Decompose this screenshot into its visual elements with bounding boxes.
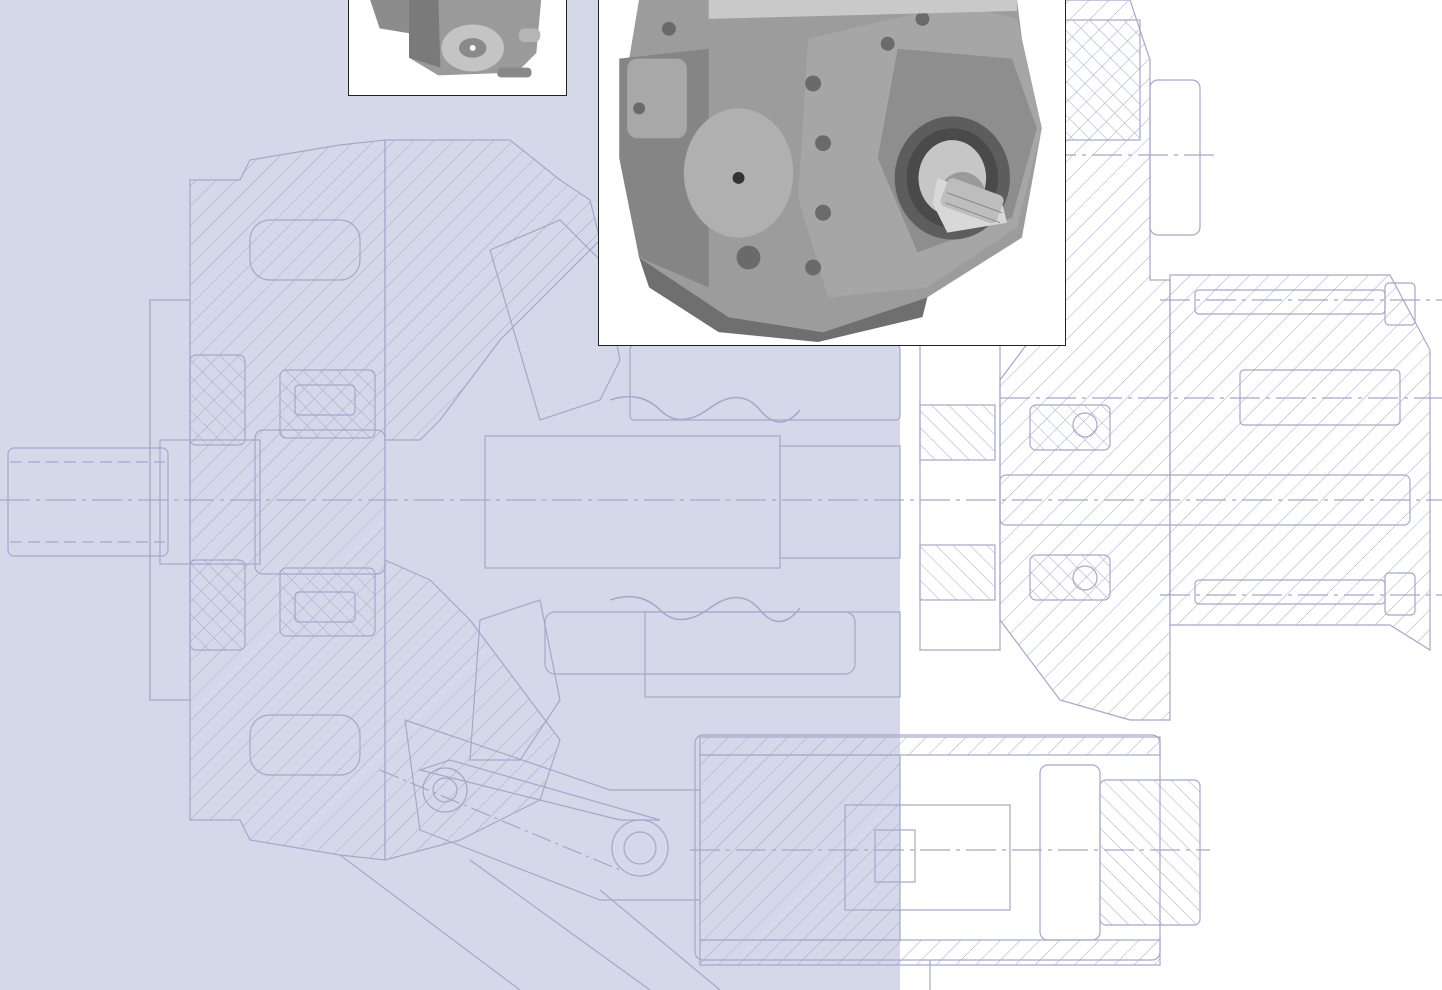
pump-photo-large <box>598 0 1066 346</box>
pump-photo-small <box>348 0 567 96</box>
